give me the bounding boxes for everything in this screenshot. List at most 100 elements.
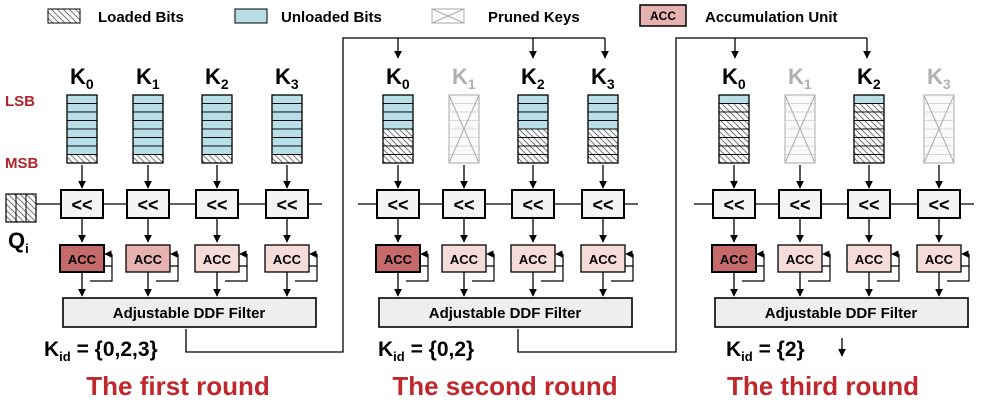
unloaded-bit (132, 111, 164, 121)
unloaded-bit (201, 94, 233, 104)
loaded-bit (718, 154, 750, 164)
key-label: K0 (386, 64, 410, 92)
loaded-bit (382, 145, 414, 155)
key-column-2: K2<<ACC (510, 64, 564, 297)
loaded-bit (587, 154, 619, 164)
lsb-label: LSB (5, 93, 35, 110)
unloaded-bit (132, 103, 164, 113)
unloaded-bit (66, 137, 98, 147)
legend-unloaded-swatch (234, 8, 268, 24)
unloaded-bit (517, 94, 549, 104)
kid-result: Kid = {2} (726, 338, 805, 364)
unloaded-bit (201, 120, 233, 130)
query-label: Qi (8, 228, 29, 256)
unloaded-bit (382, 120, 414, 130)
unloaded-bit (853, 94, 885, 104)
loaded-bit (382, 154, 414, 164)
loaded-bit (66, 154, 98, 164)
unloaded-bit (66, 145, 98, 155)
ddf-filter-label: Adjustable DDF Filter (765, 305, 918, 322)
acc-label: ACC (720, 252, 749, 267)
acc-label: ACC (786, 252, 815, 267)
unloaded-bit (271, 111, 303, 121)
key-label: K2 (521, 64, 545, 92)
shift-label: << (137, 195, 158, 215)
legend-pruned-label: Pruned Keys (488, 9, 580, 26)
shift-unit (195, 189, 239, 219)
round-connectors (185, 37, 871, 357)
unloaded-bit (517, 111, 549, 121)
key-label: K0 (70, 64, 94, 92)
unloaded-bit (66, 120, 98, 130)
unloaded-bit (201, 137, 233, 147)
acc-unit (711, 244, 757, 273)
key-column-0: K0<<ACC (711, 64, 765, 297)
shift-label: << (928, 195, 949, 215)
key-label: K3 (275, 64, 299, 92)
shift-label: << (858, 195, 879, 215)
acc-unit (441, 244, 487, 273)
query-block (5, 193, 37, 223)
acc-label: ACC (68, 252, 97, 267)
kid-result: Kid = {0,2} (378, 338, 474, 364)
round-title: The third round (727, 371, 919, 401)
legend: Loaded Bits Unloaded Bits Pruned Keys AC… (47, 4, 838, 27)
unloaded-bit (201, 145, 233, 155)
shift-label: << (71, 195, 92, 215)
loaded-bit (853, 154, 885, 164)
shift-label: << (206, 195, 227, 215)
loaded-bit (718, 128, 750, 138)
loaded-bit (382, 137, 414, 147)
shift-unit (847, 189, 891, 219)
unloaded-bit (66, 94, 98, 104)
acc-label: ACC (855, 252, 884, 267)
key-column-1: K1<<ACC (125, 64, 179, 297)
loaded-bit (718, 145, 750, 155)
shift-unit (917, 189, 961, 219)
unloaded-bit (132, 137, 164, 147)
unloaded-bit (66, 111, 98, 121)
acc-unit (916, 244, 962, 273)
unloaded-bit (271, 128, 303, 138)
unloaded-bit (132, 120, 164, 130)
key-label: K3 (591, 64, 615, 92)
loaded-bit (853, 120, 885, 130)
unloaded-bit (271, 103, 303, 113)
key-label: K1 (452, 64, 476, 92)
unloaded-bit (382, 94, 414, 104)
key-column-1: K1<<ACC (441, 64, 495, 297)
unloaded-bit (132, 128, 164, 138)
loaded-bit (271, 154, 303, 164)
loaded-bit (382, 128, 414, 138)
unloaded-bit (271, 137, 303, 147)
unloaded-bit (66, 128, 98, 138)
acc-label: ACC (925, 252, 954, 267)
loaded-bit (853, 111, 885, 121)
unloaded-bit (271, 145, 303, 155)
shift-label: << (723, 195, 744, 215)
unloaded-bit (132, 94, 164, 104)
loaded-bit (587, 137, 619, 147)
legend-loaded-swatch (47, 8, 81, 24)
loaded-bit (132, 154, 164, 164)
acc-unit (264, 244, 310, 273)
key-label: K3 (927, 64, 951, 92)
loaded-bit (517, 154, 549, 164)
unloaded-bit (517, 120, 549, 130)
loaded-bit (853, 103, 885, 113)
kid-result: Kid = {0,2,3} (44, 338, 158, 364)
key-label: K2 (205, 64, 229, 92)
key-column-3: K3 << ACC (916, 64, 970, 297)
key-label: K2 (857, 64, 881, 92)
acc-label: ACC (519, 252, 548, 267)
unloaded-bit (201, 103, 233, 113)
round-title: The second round (392, 371, 617, 401)
shift-label: << (276, 195, 297, 215)
acc-unit (59, 244, 105, 273)
ddf-filter (714, 297, 969, 328)
unloaded-bit (517, 103, 549, 113)
unloaded-bit (382, 103, 414, 113)
